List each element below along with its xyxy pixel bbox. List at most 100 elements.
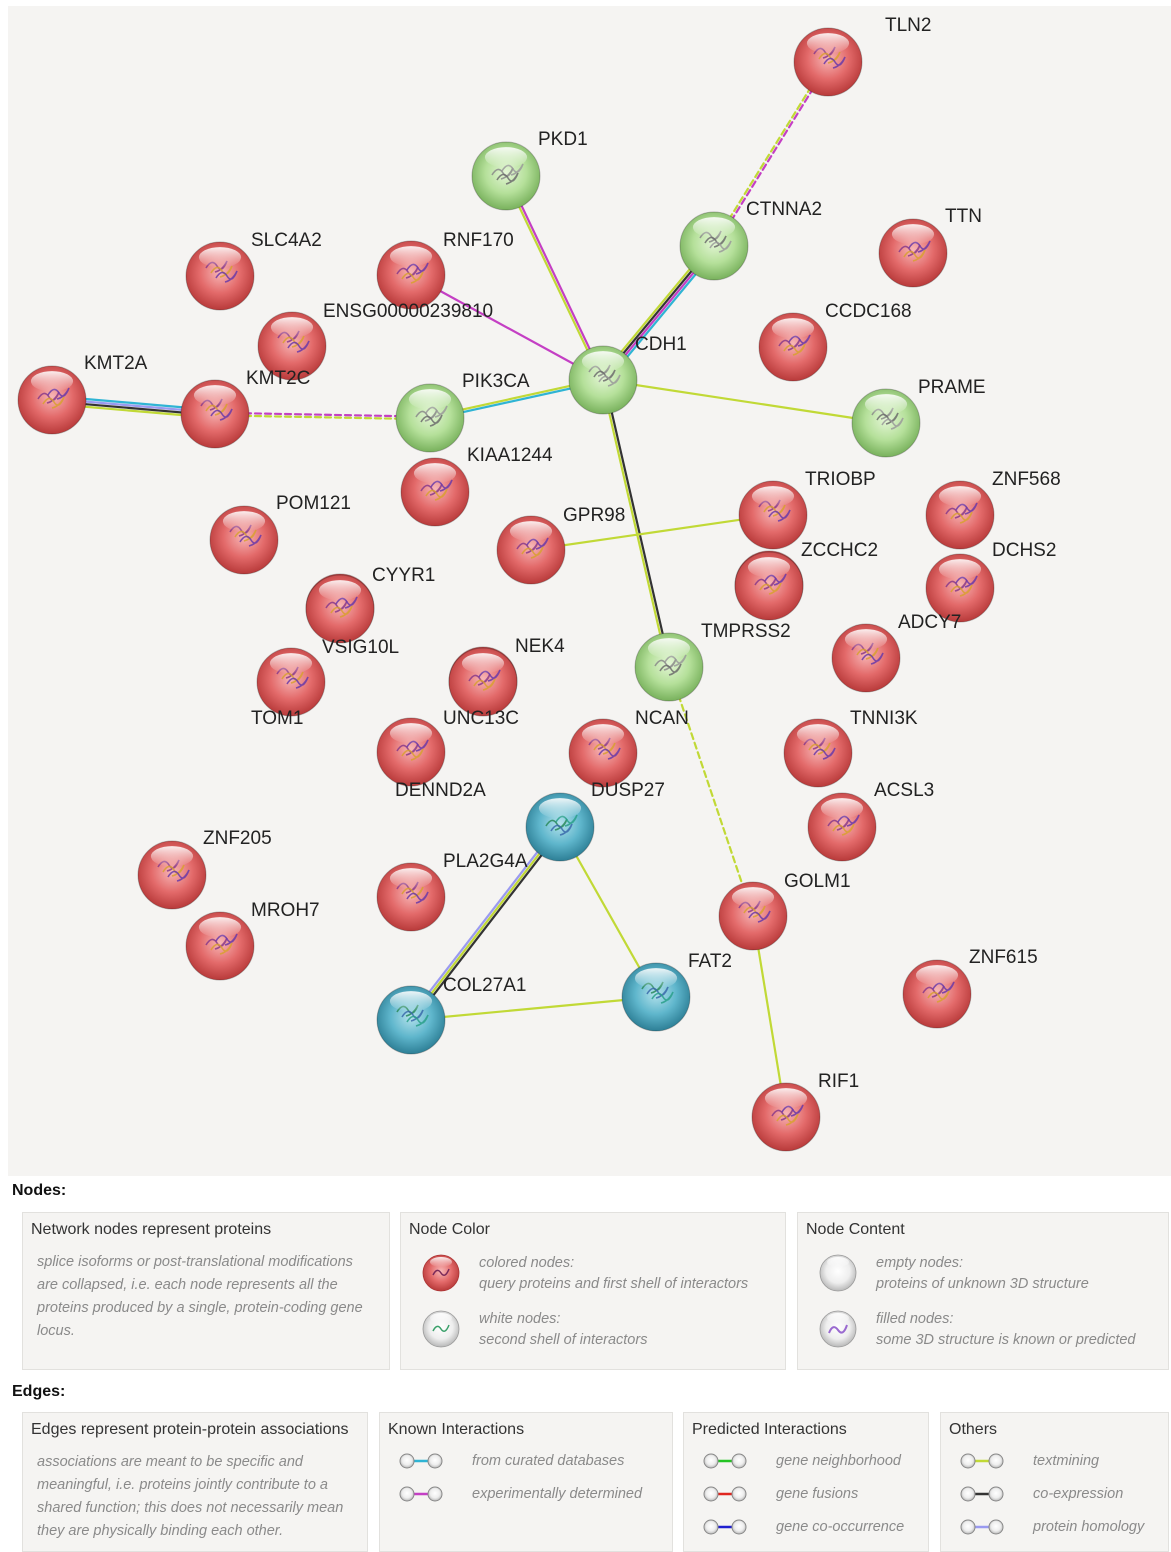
node-pik3ca[interactable] bbox=[395, 383, 465, 453]
edge-col27a1-fat2[interactable] bbox=[409, 995, 658, 1022]
colored-nodes-line1: colored nodes: bbox=[479, 1255, 575, 1271]
node-color-title: Node Color bbox=[409, 1221, 490, 1238]
edge-legend-icon bbox=[399, 1486, 443, 1502]
node-dusp27[interactable] bbox=[568, 718, 638, 788]
white-node-icon bbox=[422, 1310, 460, 1348]
node-ncan[interactable] bbox=[634, 632, 704, 702]
edge-represent-text: associations are meant to be specific an… bbox=[37, 1454, 344, 1539]
edge-legend-icon bbox=[960, 1486, 1004, 1502]
node-prame[interactable] bbox=[851, 388, 921, 458]
node-vsig10l[interactable] bbox=[305, 574, 375, 644]
node-pla2g4a_red[interactable] bbox=[376, 862, 446, 932]
node-gpr98[interactable] bbox=[496, 515, 566, 585]
node-label-mroh7: MROH7 bbox=[251, 900, 320, 921]
edge-cdh1-prame[interactable] bbox=[601, 378, 888, 425]
edge-cdh1-ncan[interactable] bbox=[600, 378, 672, 669]
node-tln2[interactable] bbox=[793, 27, 863, 97]
edge-kmt2c-pik3ca[interactable] bbox=[213, 411, 432, 421]
node-label-cyyr1: CYYR1 bbox=[372, 565, 435, 586]
white-nodes-line2: second shell of interactors bbox=[479, 1332, 648, 1348]
edge-legend-label: from curated databases bbox=[472, 1453, 625, 1469]
node-tnni3k[interactable] bbox=[783, 718, 853, 788]
node-acsl3[interactable] bbox=[807, 792, 877, 862]
nodes-section-title: Nodes: bbox=[12, 1182, 67, 1199]
node-triobp[interactable] bbox=[738, 480, 808, 550]
edge-legend-icon bbox=[703, 1519, 747, 1535]
node-kmt2c[interactable] bbox=[180, 379, 250, 449]
edge-legend-label: co-expression bbox=[1033, 1486, 1124, 1502]
node-znf568[interactable] bbox=[925, 480, 995, 550]
node-kiaa1244[interactable] bbox=[400, 457, 470, 527]
colored-nodes-line2: query proteins and first shell of intera… bbox=[479, 1276, 749, 1292]
edge-represent-box: Edges represent protein-protein associat… bbox=[22, 1412, 368, 1552]
edge-ncan-golm1[interactable] bbox=[667, 665, 755, 918]
node-kmt2a[interactable] bbox=[17, 365, 87, 435]
node-label-tnni3k: TNNI3K bbox=[850, 708, 918, 729]
node-label-kiaa1244: KIAA1244 bbox=[467, 445, 553, 466]
known-interactions-title: Known Interactions bbox=[388, 1421, 525, 1438]
node-ccdc168[interactable] bbox=[758, 312, 828, 382]
node-label-pom121: POM121 bbox=[276, 493, 351, 514]
node-label-znf568: ZNF568 bbox=[992, 469, 1061, 490]
node-label-nek4: NEK4 bbox=[515, 636, 565, 657]
edge-legend-icon bbox=[399, 1453, 443, 1469]
node-golm1[interactable] bbox=[718, 881, 788, 951]
node-dchs2[interactable] bbox=[925, 553, 995, 623]
node-mroh7[interactable] bbox=[185, 911, 255, 981]
node-label-tom1: TOM1 bbox=[251, 708, 303, 729]
colored-node-icon bbox=[422, 1254, 460, 1292]
node-rnf170[interactable] bbox=[376, 240, 446, 310]
node-label-pik3ca: PIK3CA bbox=[462, 371, 530, 392]
node-ctnna2[interactable] bbox=[679, 211, 749, 281]
node-label-col27a1: COL27A1 bbox=[443, 975, 526, 996]
node-label-pkd1: PKD1 bbox=[538, 129, 588, 150]
node-label-pla2g4a: PLA2G4A bbox=[443, 851, 528, 872]
edge-legend-icon bbox=[960, 1453, 1004, 1469]
edge-legend-label: gene fusions bbox=[776, 1486, 859, 1502]
node-label-cdh1: CDH1 bbox=[635, 334, 687, 355]
node-pom121[interactable] bbox=[209, 505, 279, 575]
edge-represent-title: Edges represent protein-protein associat… bbox=[31, 1421, 349, 1438]
node-tmprss2[interactable] bbox=[734, 551, 804, 621]
node-ttn[interactable] bbox=[878, 218, 948, 288]
node-label-acsl3: ACSL3 bbox=[874, 780, 934, 801]
node-represent-box: Network nodes represent proteins splice … bbox=[22, 1212, 390, 1370]
edge-gpr98-triobp[interactable] bbox=[529, 513, 775, 552]
edge-pkd1-cdh1[interactable] bbox=[503, 174, 606, 382]
edges-section-title: Edges: bbox=[12, 1383, 66, 1400]
edge-legend-icon bbox=[703, 1453, 747, 1469]
node-color-box: Node Color colored nodes: query proteins… bbox=[400, 1212, 786, 1370]
node-label-prame: PRAME bbox=[918, 377, 986, 398]
node-label-slc4a2: SLC4A2 bbox=[251, 230, 322, 251]
node-label-tmprss2: TMPRSS2 bbox=[701, 621, 791, 642]
edge-legend-icon bbox=[960, 1519, 1004, 1535]
node-unc13c[interactable] bbox=[448, 647, 518, 717]
node-pkd1[interactable] bbox=[471, 141, 541, 211]
edge-legend-label: gene neighborhood bbox=[776, 1453, 901, 1469]
node-ensg00000239810[interactable] bbox=[257, 311, 327, 381]
node-fat2[interactable] bbox=[621, 962, 691, 1032]
node-label-gpr98: GPR98 bbox=[563, 505, 625, 526]
node-tom1[interactable] bbox=[256, 647, 326, 717]
filled-node-icon bbox=[819, 1310, 857, 1348]
edge-legend-label: experimentally determined bbox=[472, 1486, 643, 1502]
node-znf205[interactable] bbox=[137, 840, 207, 910]
node-adcy7[interactable] bbox=[831, 623, 901, 693]
node-label-dusp27: DUSP27 bbox=[591, 780, 665, 801]
node-cdh1[interactable] bbox=[568, 345, 638, 415]
node-pla2g4a[interactable] bbox=[525, 792, 595, 862]
node-label-ncan: NCAN bbox=[635, 708, 689, 729]
node-slc4a2[interactable] bbox=[185, 241, 255, 311]
edge-tln2-ctnna2[interactable] bbox=[711, 60, 831, 248]
node-label-tln2: TLN2 bbox=[885, 15, 931, 36]
node-rif1[interactable] bbox=[751, 1082, 821, 1152]
node-dennd2a[interactable] bbox=[376, 717, 446, 787]
edge-pla2g4a-col27a1[interactable] bbox=[407, 824, 564, 1023]
node-znf615[interactable] bbox=[902, 959, 972, 1029]
empty-nodes-line1: empty nodes: bbox=[876, 1255, 964, 1271]
node-label-dchs2: DCHS2 bbox=[992, 540, 1056, 561]
node-col27a1[interactable] bbox=[376, 985, 446, 1055]
edge-rnf170-cdh1[interactable] bbox=[409, 273, 605, 382]
